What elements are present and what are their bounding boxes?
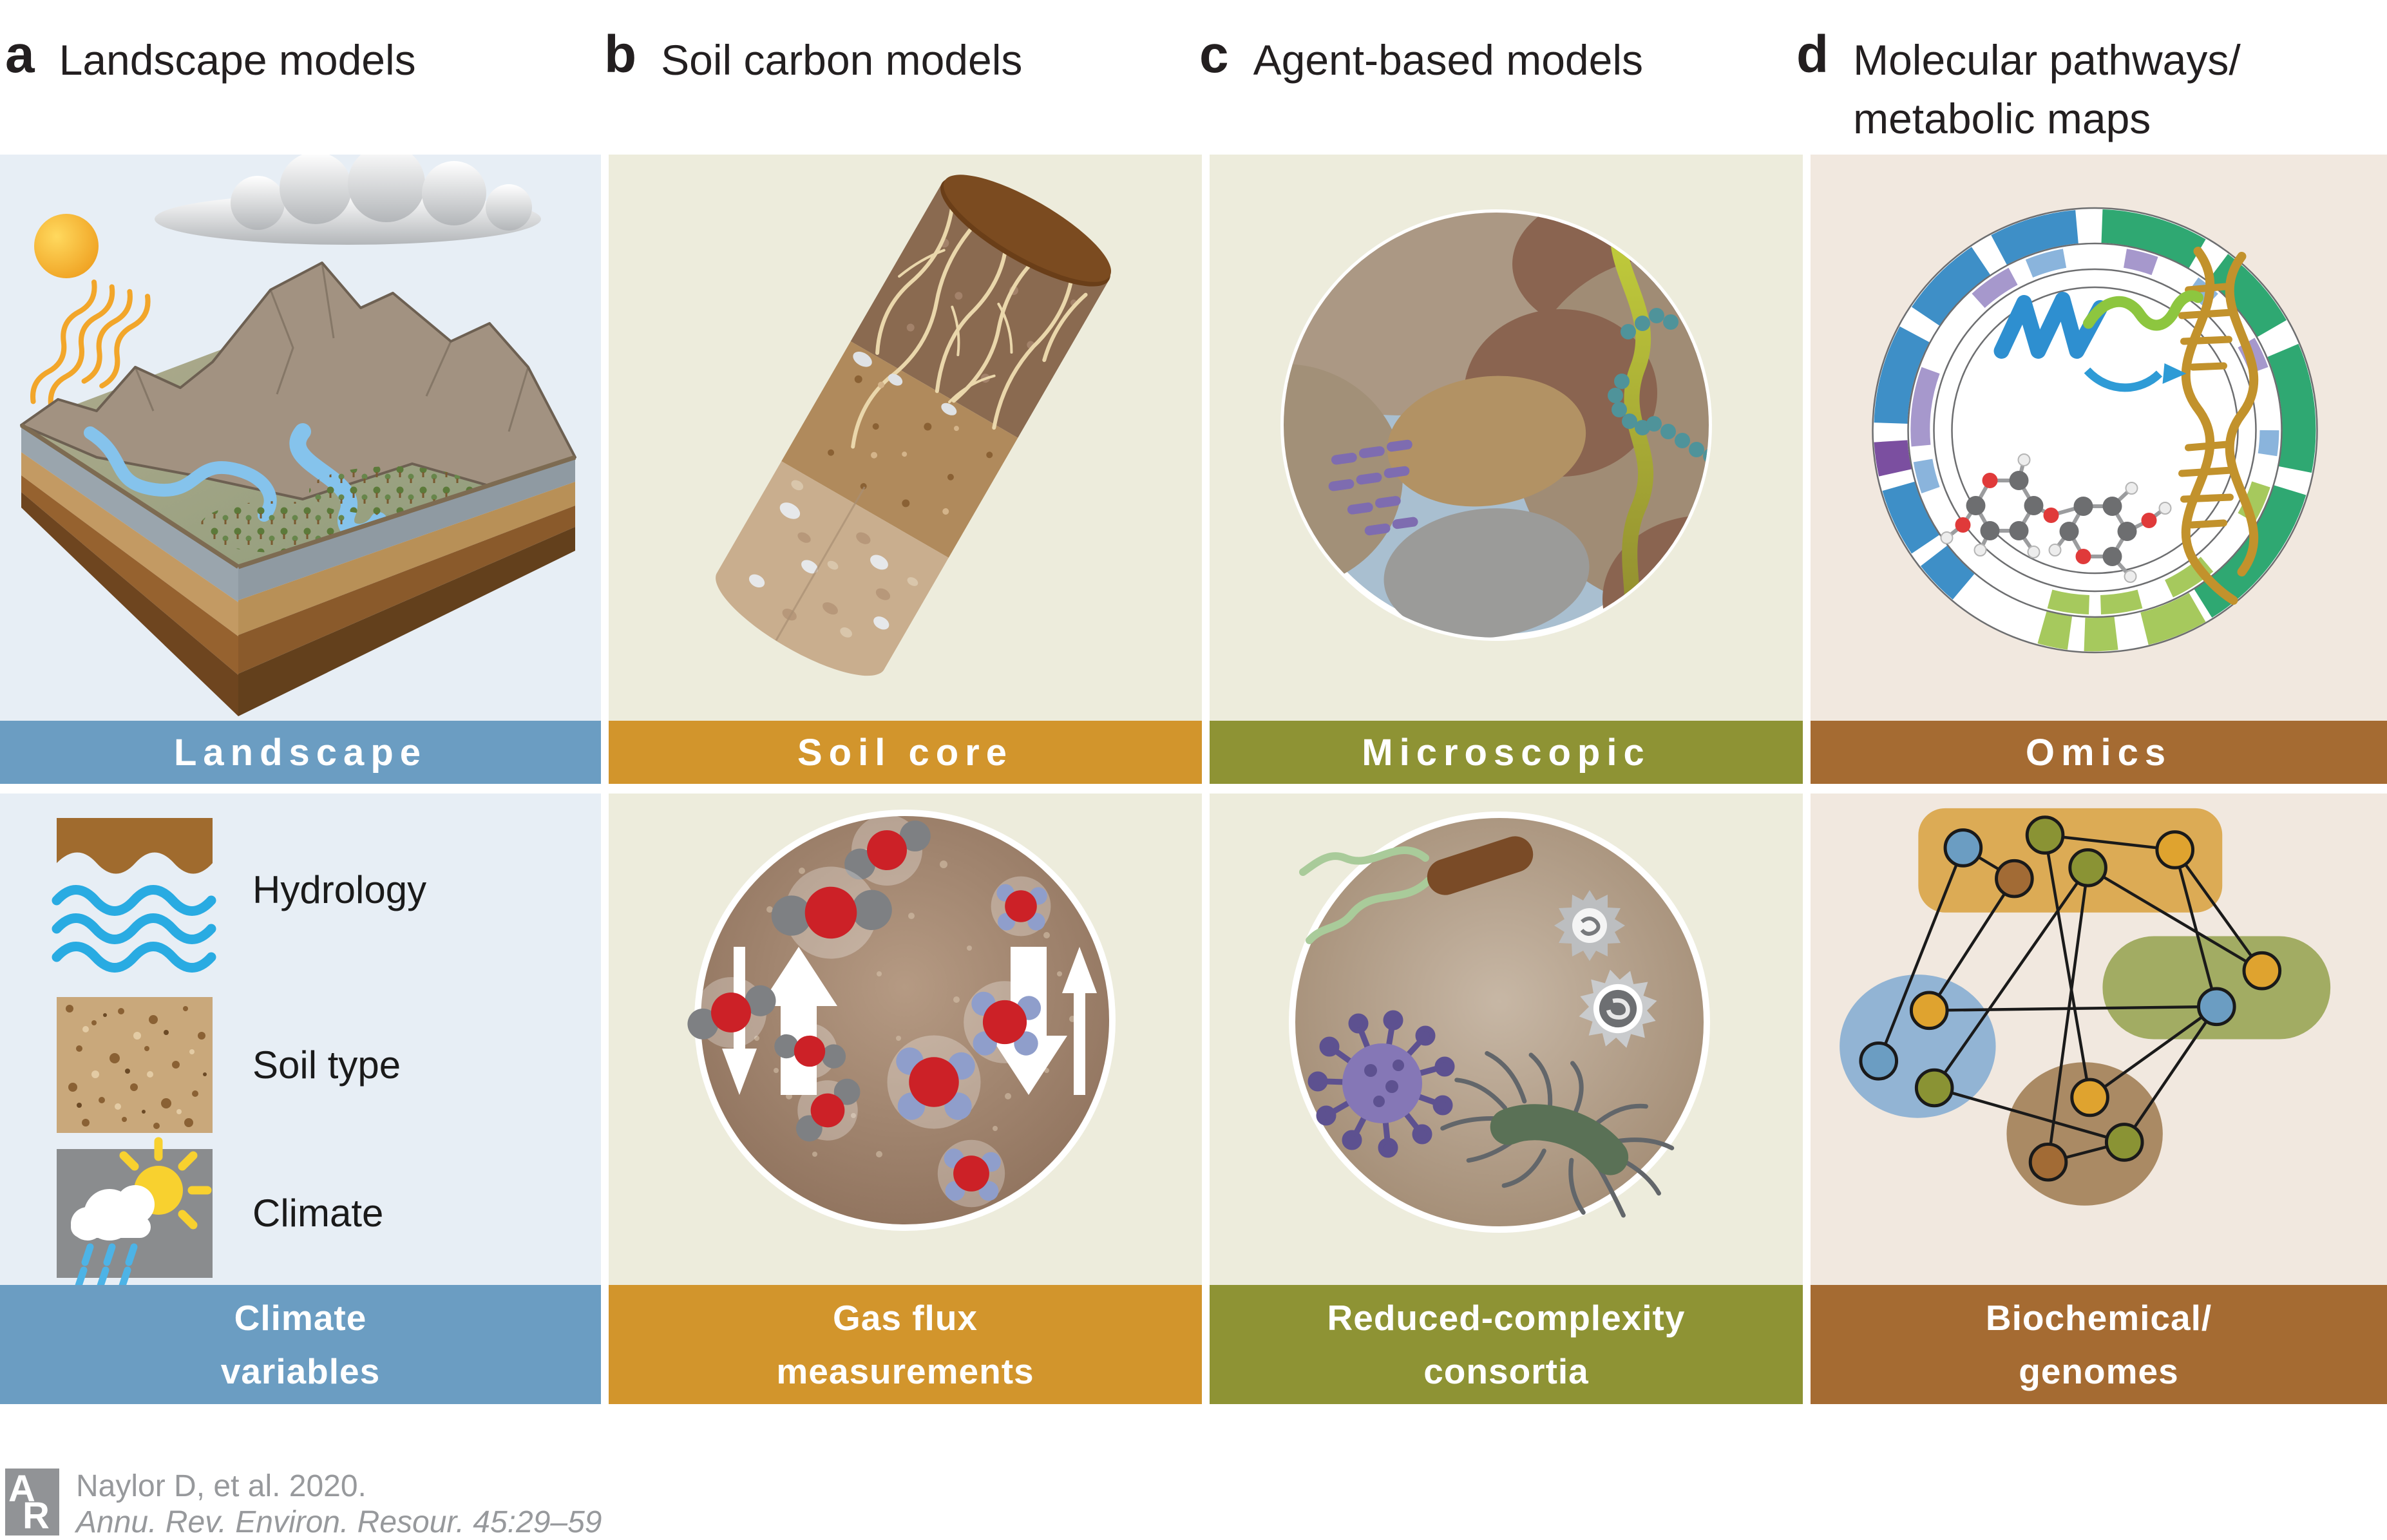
protein-ribbon-icon bbox=[1993, 290, 2203, 392]
logo-letter-a: A bbox=[8, 1468, 35, 1510]
citation-line1: Naylor D, et al. 2020. bbox=[76, 1469, 366, 1503]
sugar-molecule-icon bbox=[1940, 453, 2172, 583]
microscopic-svg bbox=[1280, 209, 1712, 641]
landscape-svg bbox=[20, 155, 576, 716]
citation: A R Naylor D, et al. 2020. Annu. Rev. En… bbox=[5, 1469, 602, 1540]
logo-letter-r: R bbox=[23, 1495, 50, 1537]
panel-b-title: Soil carbon models bbox=[661, 36, 1023, 84]
climate-variables-legend: Hydrology Soil type Climate bbox=[0, 794, 601, 1285]
cocci-chains bbox=[1608, 308, 1709, 464]
panel-c-title: Agent-based models bbox=[1253, 36, 1643, 84]
network-illustration bbox=[1811, 794, 2387, 1285]
microscopic-illustration bbox=[1210, 155, 1803, 721]
sun-icon bbox=[34, 214, 99, 278]
outer-genome-ring bbox=[1874, 209, 2316, 652]
banner-omics: Omics bbox=[1811, 721, 2387, 784]
landscape-illustration bbox=[0, 155, 601, 721]
network-edges bbox=[1877, 833, 2263, 1164]
rod-bacteria-chain bbox=[1328, 439, 1418, 536]
banner-soil-core: Soil core bbox=[609, 721, 1202, 784]
virus-icon bbox=[1308, 1010, 1455, 1158]
amoeba-icon bbox=[1568, 958, 1668, 1059]
citation-line2: Annu. Rev. Environ. Resour. 45:29–59 bbox=[76, 1505, 602, 1540]
banner-biochemical: Biochemical/ genomes bbox=[1811, 1285, 2387, 1404]
panel-a-letter: a bbox=[5, 25, 35, 84]
network-svg bbox=[1840, 808, 2331, 1206]
consortia-svg bbox=[1289, 812, 1710, 1233]
gas-flux-illustration bbox=[609, 794, 1202, 1285]
legend-label-climate: Climate bbox=[252, 1192, 384, 1235]
banner-microscopic: Microscopic bbox=[1210, 721, 1803, 784]
omics-svg bbox=[1872, 207, 2318, 654]
flagellated-bacterium-icon bbox=[1440, 1050, 1675, 1218]
gas-flux-svg bbox=[680, 804, 1116, 1231]
amoeba-icon bbox=[1554, 890, 1625, 961]
banner-gas-flux: Gas flux measurements bbox=[609, 1285, 1202, 1404]
banner-gas-flux-label: Gas flux measurements bbox=[776, 1298, 1034, 1391]
banner-climate-variables-label: Climate variables bbox=[220, 1298, 381, 1391]
banner-climate-variables: Climate variables bbox=[0, 1285, 601, 1404]
soil-core-svg bbox=[702, 175, 1112, 696]
panel-d-title: Molecular pathways/ metabolic maps bbox=[1853, 36, 2241, 143]
panel-b-header: b Soil carbon models bbox=[604, 28, 1022, 90]
legend-icons-svg bbox=[52, 818, 216, 1285]
soil-type-icon bbox=[57, 997, 213, 1133]
panel-a-header: a Landscape models bbox=[5, 28, 416, 90]
banner-microscopic-label: Microscopic bbox=[1362, 731, 1651, 774]
rod-bacterium-icon bbox=[1299, 836, 1534, 944]
soil-core-icon bbox=[702, 175, 1112, 696]
banner-landscape-label: Landscape bbox=[174, 731, 427, 774]
legend-label-soil-type: Soil type bbox=[252, 1043, 401, 1087]
banner-consortia-label: Reduced-complexity consortia bbox=[1327, 1298, 1686, 1391]
banner-omics-label: Omics bbox=[2025, 731, 2173, 774]
cloud-icon bbox=[155, 155, 541, 245]
panel-d-letter: d bbox=[1796, 25, 1829, 84]
banner-consortia: Reduced-complexity consortia bbox=[1210, 1285, 1803, 1404]
climate-icon bbox=[57, 1137, 213, 1285]
panel-c-letter: c bbox=[1199, 25, 1229, 84]
panel-a-title: Landscape models bbox=[59, 36, 416, 84]
legend-label-hydrology: Hydrology bbox=[252, 868, 427, 911]
panel-c-header: c Agent-based models bbox=[1199, 28, 1643, 90]
banner-biochemical-label: Biochemical/ genomes bbox=[1985, 1298, 2212, 1391]
banner-soil-core-label: Soil core bbox=[797, 731, 1013, 774]
omics-illustration bbox=[1811, 155, 2387, 721]
annual-reviews-logo: A R bbox=[5, 1469, 59, 1535]
panel-b-letter: b bbox=[604, 25, 637, 84]
banner-landscape: Landscape bbox=[0, 721, 601, 784]
consortia-illustration bbox=[1210, 794, 1803, 1285]
terrain-block bbox=[20, 261, 576, 716]
panel-d-header: d Molecular pathways/ metabolic maps bbox=[1796, 28, 2241, 148]
hydrology-icon bbox=[52, 818, 216, 973]
sun-rays-icon bbox=[30, 280, 151, 409]
network-nodes bbox=[1859, 815, 2282, 1182]
soil-core-illustration bbox=[609, 155, 1202, 721]
dna-helix-icon bbox=[2178, 247, 2259, 605]
